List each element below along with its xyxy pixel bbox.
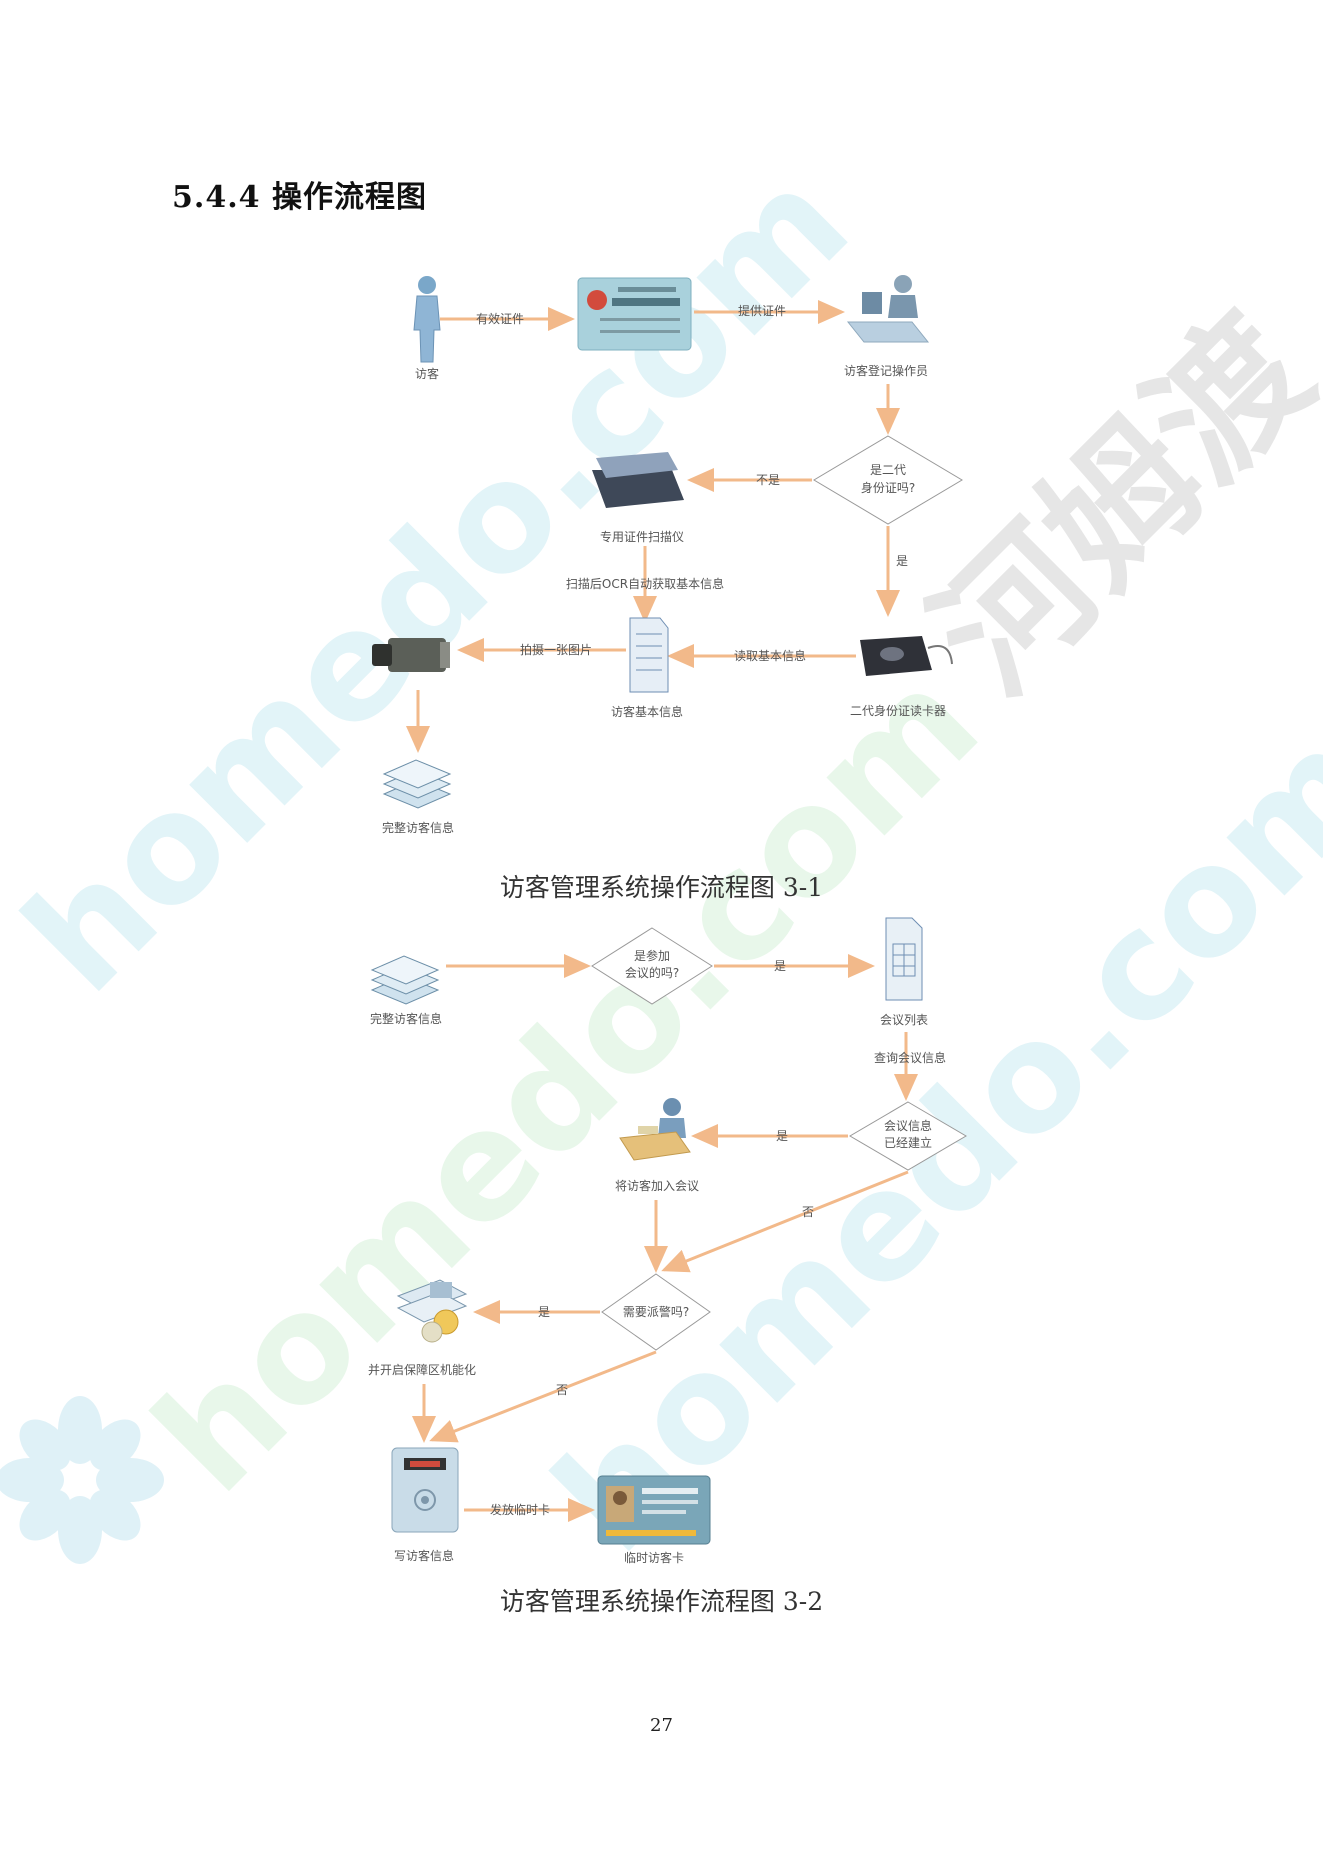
decision-escort-text: 需要派警吗?	[623, 1304, 689, 1319]
visitor-person-icon	[413, 276, 441, 363]
decision-meeting	[591, 927, 713, 1005]
decision-escort	[601, 1273, 711, 1351]
edge-query-label: 查询会议信息	[874, 1050, 946, 1065]
card-writer-icon	[391, 1447, 459, 1533]
edge-ocr-label: 扫描后OCR自动获取基本信息	[566, 576, 724, 591]
section-number: 5.4.4	[172, 180, 261, 215]
meeting-person-icon	[619, 1098, 691, 1161]
node-meeting-list-label: 会议列表	[880, 1013, 928, 1027]
edge-no2-label: 否	[556, 1383, 568, 1397]
escort-device-icon	[396, 1279, 468, 1343]
node-complete-info-label: 完整访客信息	[382, 820, 454, 835]
fig2-complete-info-label: 完整访客信息	[370, 1011, 442, 1026]
node-add-to-meeting-label: 将访客加入会议	[615, 1178, 699, 1193]
node-basic-info-label: 访客基本信息	[611, 704, 683, 719]
decision-second-gen-line2: 身份证吗?	[861, 480, 915, 495]
decision-second-gen-id	[813, 435, 963, 525]
decision-meeting-line2: 会议的吗?	[625, 965, 679, 980]
id-reader-icon	[860, 636, 953, 676]
edge-photo-label: 拍摄一张图片	[520, 642, 592, 657]
edge-yes3-label: 是	[538, 1305, 550, 1319]
decision-created-line1: 会议信息	[884, 1118, 932, 1133]
node-write-info-label: 写访客信息	[394, 1548, 454, 1563]
watermark-flower-logo	[0, 1396, 164, 1564]
node-escort-device-label: 并开启保障区机能化	[368, 1362, 476, 1377]
edge-yes1-label: 是	[774, 959, 786, 973]
edge-valid-id-label: 有效证件	[476, 311, 524, 326]
edge-yes2-label: 是	[776, 1129, 788, 1143]
decision-second-gen-line1: 是二代	[870, 463, 906, 477]
edge-no1-label: 否	[802, 1205, 814, 1219]
operator-desk-icon	[846, 275, 930, 343]
scanner-icon	[592, 452, 684, 508]
section-title-text: 操作流程图	[271, 180, 427, 215]
figure-3-1-caption: 访客管理系统操作流程图 3-1	[499, 873, 824, 902]
node-temp-card-label: 临时访客卡	[624, 1550, 684, 1565]
edge-issue-card-label: 发放临时卡	[490, 1502, 550, 1517]
edge-yes-label: 是	[896, 554, 908, 568]
page-number: 27	[650, 1715, 673, 1736]
id-card-icon	[577, 277, 692, 351]
document-icon	[629, 617, 669, 693]
stacked-documents-icon-2	[370, 955, 440, 1005]
edge-provide-id-label: 提供证件	[738, 303, 786, 318]
stacked-documents-icon	[382, 759, 452, 809]
decision-meeting-line1: 是参加	[634, 948, 670, 963]
section-heading: 5.4.4 操作流程图	[172, 172, 427, 216]
figure-3-2-caption: 访客管理系统操作流程图 3-2	[499, 1587, 824, 1616]
meeting-list-icon	[885, 917, 923, 1001]
node-id-reader-label: 二代身份证读卡器	[850, 703, 946, 718]
decision-meeting-created	[849, 1101, 967, 1171]
camera-icon	[372, 638, 450, 672]
node-visitor-label: 访客	[415, 366, 439, 381]
temp-card-icon	[597, 1475, 711, 1545]
node-operator-label: 访客登记操作员	[844, 363, 928, 378]
edge-read-info-label: 读取基本信息	[734, 648, 806, 663]
node-scanner-label: 专用证件扫描仪	[600, 529, 684, 544]
edge-no-label: 不是	[756, 473, 780, 487]
decision-created-line2: 已经建立	[884, 1135, 932, 1150]
